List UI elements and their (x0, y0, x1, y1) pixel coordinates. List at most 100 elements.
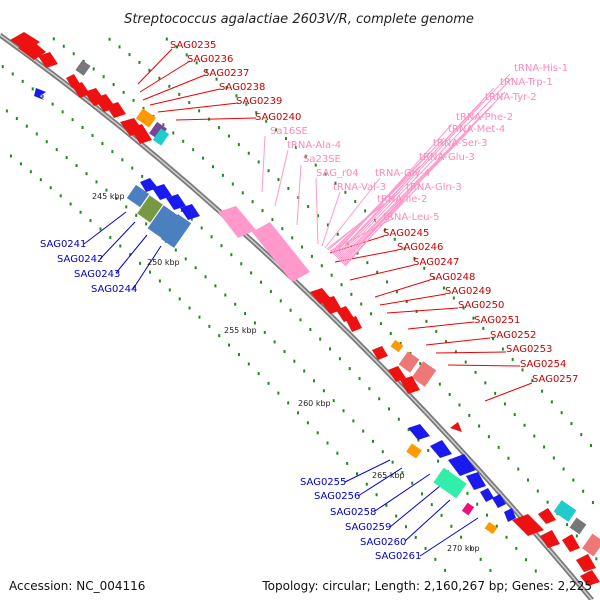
gene-label[interactable]: SAG0239 (236, 96, 282, 107)
gene-label[interactable]: SAG0247 (413, 257, 459, 268)
gene-arrow[interactable] (388, 366, 406, 382)
gene-box[interactable] (406, 443, 422, 459)
gene-label[interactable]: SAG0253 (506, 344, 552, 355)
gene-box[interactable] (147, 205, 179, 239)
gene-box[interactable] (484, 521, 498, 535)
gene-label[interactable]: SAG0259 (345, 522, 391, 533)
gene-label[interactable]: SAG0235 (170, 40, 216, 51)
gene-box[interactable] (75, 60, 91, 76)
rna-label[interactable]: tRNA-Tyr-2 (485, 92, 537, 103)
gene-arrow[interactable] (562, 534, 580, 552)
gene-arrow[interactable] (106, 102, 126, 118)
tick-mark (543, 445, 546, 449)
gene-box[interactable] (398, 351, 420, 373)
rna-label[interactable]: SAG_r04 (316, 168, 359, 179)
rna-label[interactable]: tRNA-Leu-5 (383, 212, 439, 223)
rna-label[interactable]: Sa16SE (270, 126, 308, 137)
gene-arrow[interactable] (576, 554, 596, 572)
gene-box[interactable] (160, 214, 192, 248)
rna-label[interactable]: tRNA-Gln-3 (406, 182, 462, 193)
gene-arrow[interactable] (320, 296, 342, 314)
rrna-feature[interactable] (252, 222, 310, 282)
rna-label[interactable]: tRNA-Phe-2 (456, 112, 513, 123)
gene-label[interactable]: SAG0249 (445, 286, 491, 297)
gene-box[interactable] (390, 339, 404, 353)
rna-label[interactable]: Sa23SE (303, 154, 341, 165)
gene-arrow[interactable] (448, 454, 476, 476)
gene-label[interactable]: SAG0251 (474, 315, 520, 326)
gene-box[interactable] (137, 195, 163, 223)
gene-arrow[interactable] (336, 306, 354, 322)
tick-mark (149, 270, 152, 274)
rna-label[interactable]: tRNA-Met-4 (448, 124, 505, 135)
gene-arrow[interactable] (18, 40, 46, 60)
gene-box[interactable] (569, 517, 587, 535)
gene-label[interactable]: SAG0246 (397, 242, 443, 253)
rna-label[interactable]: tRNA-Gly-4 (375, 168, 430, 179)
gene-label[interactable]: SAG0245 (383, 228, 429, 239)
gene-label[interactable]: SAG0238 (219, 82, 265, 93)
tick-mark (395, 514, 398, 518)
gene-box[interactable] (136, 108, 156, 128)
gene-arrow[interactable] (372, 346, 388, 360)
gene-label[interactable]: SAG0261 (375, 551, 421, 562)
gene-label[interactable]: SAG0252 (490, 330, 536, 341)
gene-arrow[interactable] (166, 194, 186, 210)
gene-label[interactable]: SAG0243 (74, 269, 120, 280)
gene-label[interactable]: SAG0256 (314, 491, 360, 502)
rna-label[interactable]: tRNA-Trp-1 (500, 77, 553, 88)
tick-mark (566, 523, 569, 527)
gene-label[interactable]: SAG0236 (187, 54, 233, 65)
tick-mark (360, 302, 363, 306)
gene-box[interactable] (582, 533, 600, 557)
rna-label[interactable]: tRNA-His-1 (514, 63, 568, 74)
gene-arrow[interactable] (430, 440, 452, 458)
gene-label[interactable]: SAG0248 (429, 272, 475, 283)
gene-label[interactable]: SAG0258 (330, 507, 376, 518)
tick-mark (517, 467, 520, 471)
gene-label[interactable]: SAG0240 (255, 112, 301, 123)
rna-label[interactable]: tRNA-Glu-3 (419, 152, 475, 163)
gene-label[interactable]: SAG0255 (300, 477, 346, 488)
gene-label[interactable]: SAG0237 (203, 68, 249, 79)
gene-box[interactable] (433, 467, 467, 499)
gene-arrow[interactable] (580, 570, 600, 586)
gene-box[interactable] (152, 128, 170, 146)
rna-label[interactable]: tRNA-Ser-3 (433, 138, 488, 149)
rna-label[interactable]: tRNA-Ala-4 (287, 140, 341, 151)
rna-label[interactable]: tRNA-Val-3 (333, 182, 386, 193)
gene-label[interactable]: SAG0257 (532, 374, 578, 385)
gene-arrow[interactable] (130, 124, 152, 144)
gene-arrow[interactable] (466, 472, 486, 490)
tick-mark (299, 318, 302, 322)
gene-arrow[interactable] (504, 508, 516, 522)
gene-arrow[interactable] (512, 514, 544, 536)
gene-label[interactable]: SAG0244 (91, 284, 137, 295)
gene-box[interactable] (411, 361, 437, 387)
gene-label[interactable]: SAG0254 (520, 359, 566, 370)
gene-arrow[interactable] (346, 316, 362, 332)
gene-label[interactable]: SAG0241 (40, 239, 86, 250)
gene-arrow[interactable] (408, 424, 430, 440)
gene-box[interactable] (553, 500, 577, 522)
gene-label[interactable]: SAG0260 (360, 537, 406, 548)
tick-mark (75, 164, 78, 168)
gene-arrow[interactable] (180, 204, 200, 220)
gene-box[interactable] (461, 502, 475, 516)
gene-arrow[interactable] (492, 494, 506, 508)
gene-arrow[interactable] (480, 488, 494, 502)
tick-mark (200, 226, 203, 230)
gene-arrow[interactable] (152, 184, 172, 200)
gene-arrow[interactable] (540, 530, 560, 548)
rrna-feature[interactable] (218, 206, 256, 238)
gene-arrow[interactable] (538, 508, 556, 524)
gene-arrow[interactable] (400, 376, 420, 394)
gene-arrow[interactable] (34, 88, 46, 100)
gene-arrow[interactable] (38, 52, 58, 68)
rna-label[interactable]: tRNA-Ile-2 (377, 194, 427, 205)
gene-label[interactable]: SAG0250 (458, 300, 504, 311)
gene-arrow[interactable] (450, 422, 462, 432)
gene-box[interactable] (149, 121, 167, 141)
gene-label[interactable]: SAG0242 (57, 254, 103, 265)
gene-box[interactable] (126, 184, 150, 208)
